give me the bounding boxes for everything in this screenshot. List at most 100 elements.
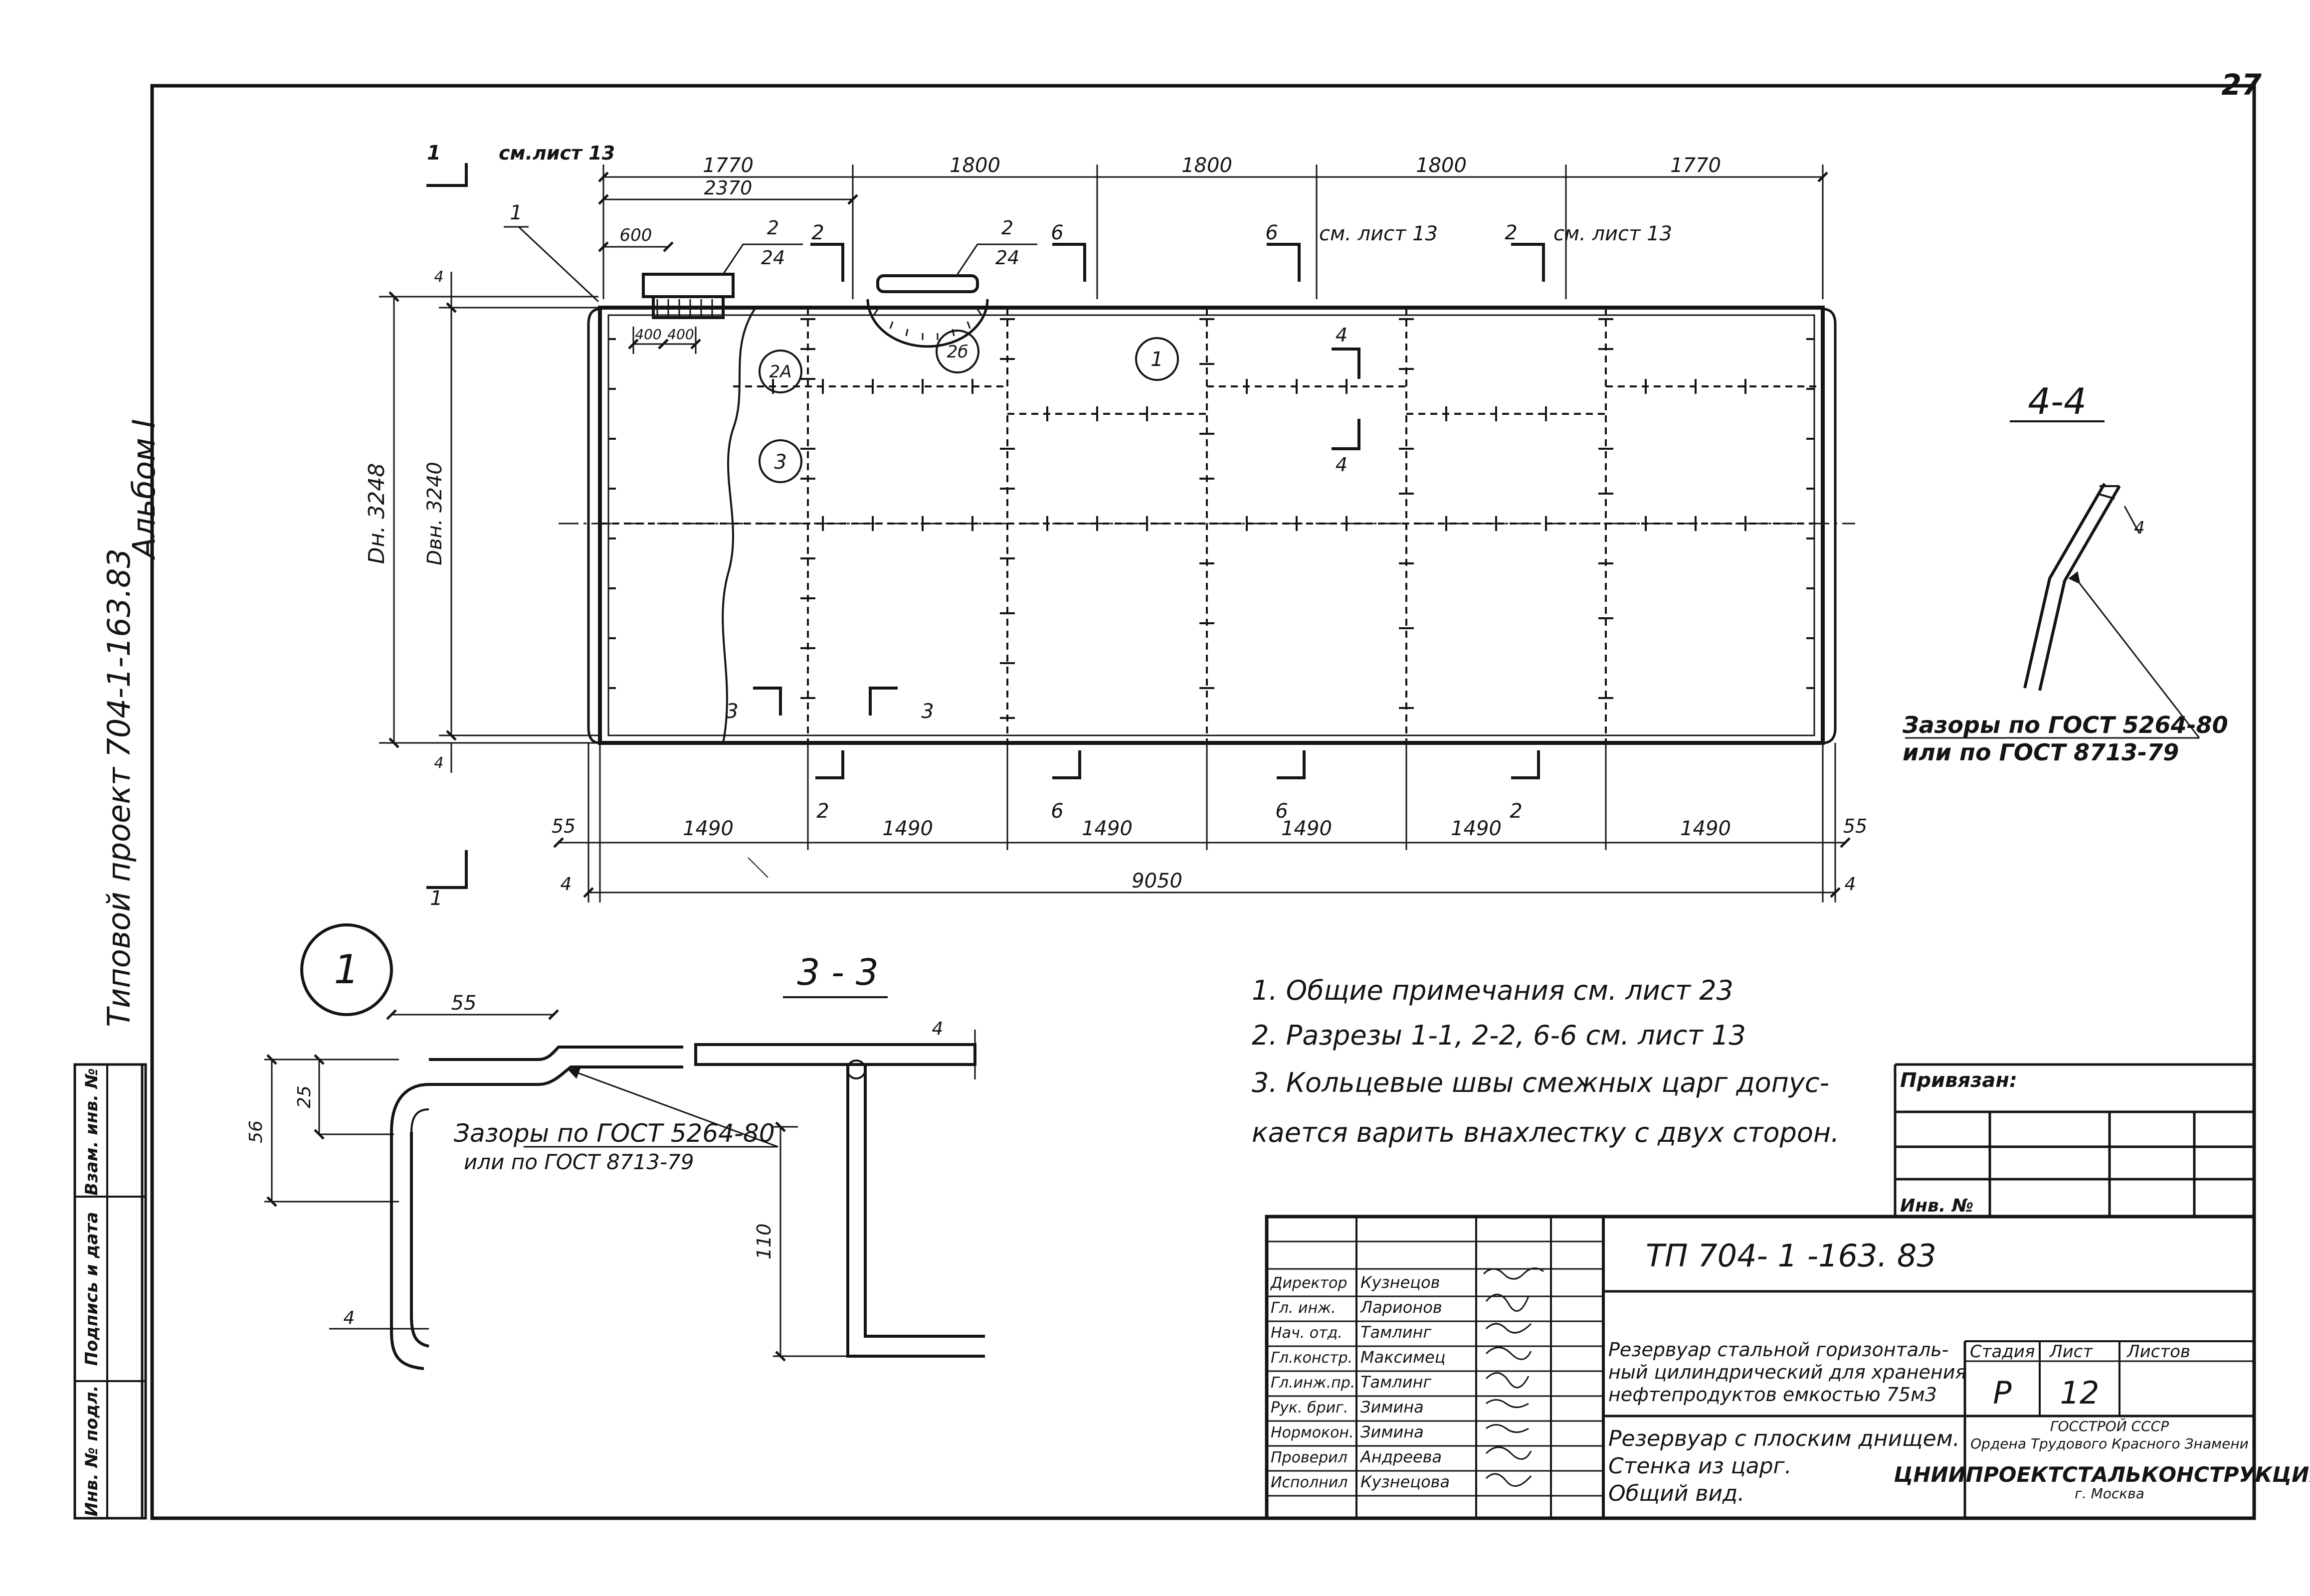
dim-top-4: 1800 bbox=[1416, 154, 1467, 177]
flag-2-bottom: 24 bbox=[995, 247, 1019, 269]
binding-inv-label: Инв. № bbox=[1900, 1196, 1973, 1216]
staff-name: Андреева bbox=[1359, 1447, 1442, 1466]
staff-name: Максимец bbox=[1360, 1348, 1446, 1367]
staff-role: Проверил bbox=[1271, 1449, 1348, 1466]
callout-3: 3 bbox=[774, 451, 786, 474]
flag-1-top: 2 bbox=[767, 217, 779, 239]
sheet-title-line-1: Резервуар с плоским днищем. bbox=[1608, 1426, 1960, 1451]
section-2b-note: см. лист 13 bbox=[1553, 222, 1672, 245]
note-1: 1. Общие примечания см. лист 23 bbox=[1252, 975, 1733, 1006]
dim-bottom-5: 1490 bbox=[1451, 817, 1502, 840]
section-3-left-label: 3 bbox=[726, 700, 738, 723]
dim-400-left: 400 bbox=[635, 326, 661, 343]
dim-top-1: 1770 bbox=[703, 154, 754, 177]
sheets-label: Листов bbox=[2126, 1342, 2190, 1362]
callout-2a: 2А bbox=[770, 362, 792, 382]
staff-role: Гл. инж. bbox=[1271, 1299, 1336, 1317]
dim-edge-right: 55 bbox=[1843, 815, 1867, 837]
detail-1-drawing bbox=[264, 923, 778, 1370]
leader-1-label: 1 bbox=[510, 201, 522, 224]
detail-3-3-dim-thk: 4 bbox=[932, 1019, 944, 1039]
dim-top-3: 1800 bbox=[1181, 154, 1232, 177]
dim-thk-bottom-left: 4 bbox=[561, 874, 572, 894]
section-6-bottom2-label: 6 bbox=[1275, 800, 1288, 823]
note-2: 2. Разрезы 1-1, 2-2, 6-6 см. лист 13 bbox=[1252, 1020, 1746, 1051]
detail-1-dim-thk: 4 bbox=[344, 1308, 355, 1328]
flag-2-top: 2 bbox=[1001, 217, 1013, 239]
detail-1-dim-top: 55 bbox=[451, 992, 477, 1015]
callout-2b: 2б bbox=[947, 342, 968, 362]
side-label-sign-date: Подпись и дата bbox=[82, 1212, 102, 1366]
title-code: ТП 704- 1 -163. 83 bbox=[1646, 1238, 1936, 1274]
staff-role: Исполнил bbox=[1271, 1474, 1348, 1491]
title-block-grid bbox=[1265, 1215, 2256, 1520]
section-2-bottom-label: 2 bbox=[816, 800, 829, 823]
staff-name: Кузнецова bbox=[1360, 1472, 1450, 1491]
height-dimension-lines bbox=[379, 272, 598, 773]
section-6-bottom-label: 6 bbox=[1051, 800, 1063, 823]
section-2b-label: 2 bbox=[1505, 221, 1517, 244]
dim-bottom-6: 1490 bbox=[1680, 817, 1731, 840]
sheet-label: Лист bbox=[2049, 1342, 2093, 1362]
sheet-frame bbox=[73, 84, 2256, 1520]
detail-1-callout: 1 bbox=[334, 946, 360, 993]
dim-top-2: 1800 bbox=[950, 154, 1000, 177]
org-line-2: Ордена Трудового Красного Знамени bbox=[1970, 1435, 2249, 1452]
section-6b-note: см. лист 13 bbox=[1319, 222, 1438, 245]
flag-refs bbox=[722, 243, 1037, 275]
general-notes: 1. Общие примечания см. лист 23 2. Разре… bbox=[1252, 975, 1839, 1148]
staff-name: Тамлинг bbox=[1360, 1373, 1431, 1392]
section-4a-label: 4 bbox=[1336, 324, 1348, 346]
sheet-title-line-3: Общий вид. bbox=[1608, 1481, 1744, 1506]
staff-name: Зимина bbox=[1360, 1422, 1424, 1441]
page-number: 27 bbox=[2221, 68, 2262, 102]
project-label: Типовой проект 704-1-163.83 bbox=[101, 548, 137, 1027]
bottom-dimension-lines bbox=[553, 743, 1851, 902]
stage-value: Р bbox=[1993, 1375, 2012, 1411]
side-label-inv-orig: Инв. № подл. bbox=[82, 1385, 102, 1516]
shell-outline bbox=[587, 306, 1837, 745]
dim-bottom-2: 1490 bbox=[882, 817, 933, 840]
staff-role: Рук. бриг. bbox=[1271, 1399, 1348, 1417]
object-line-3: нефтепродуктов емкостью 75м3 bbox=[1608, 1384, 1937, 1406]
detail-1-note-2: или по ГОСТ 8713-79 bbox=[464, 1150, 694, 1174]
detail-4-4-dim: 4 bbox=[2134, 518, 2145, 538]
signature-scribbles bbox=[1483, 1267, 1544, 1487]
detail-1-dim-inner: 25 bbox=[294, 1085, 315, 1108]
note-3b: кается варить внахлестку с двух сторон. bbox=[1252, 1117, 1839, 1148]
top-dimension-lines bbox=[598, 165, 1828, 354]
binding-title: Привязан: bbox=[1900, 1069, 2017, 1092]
section-4b-label: 4 bbox=[1336, 454, 1348, 476]
sheet-value: 12 bbox=[2060, 1375, 2100, 1411]
staff-role: Директор bbox=[1270, 1274, 1347, 1292]
dim-bottom-1: 1490 bbox=[683, 817, 734, 840]
detail-4-4-note-1: Зазоры по ГОСТ 5264-80 bbox=[1902, 711, 2228, 738]
staff-name: Тамлинг bbox=[1360, 1323, 1431, 1342]
dim-outer-diameter: Dн. 3248 bbox=[364, 463, 389, 564]
section-3-right-label: 3 bbox=[921, 700, 934, 723]
staff-name: Зимина bbox=[1360, 1398, 1424, 1417]
dim-inner-diameter: Dвн. 3240 bbox=[423, 462, 446, 565]
org-line-1: ГОССТРОЙ СССР bbox=[2050, 1418, 2169, 1434]
dim-bottom-3: 1490 bbox=[1082, 817, 1133, 840]
detail-3-3-title: 3 - 3 bbox=[797, 951, 878, 993]
album-label: Альбом I bbox=[126, 419, 162, 560]
top-hatch bbox=[866, 274, 989, 348]
dim-600: 600 bbox=[620, 225, 652, 245]
detail-3-3-drawing bbox=[694, 996, 985, 1362]
detail-1-note-1: Зазоры по ГОСТ 5264-80 bbox=[454, 1119, 775, 1148]
section-1-top-label: 1 bbox=[427, 142, 441, 165]
dim-bottom-4: 1490 bbox=[1281, 817, 1332, 840]
circle-callouts bbox=[759, 330, 1179, 483]
section-mark-glyphs bbox=[426, 163, 1545, 889]
weld-hatches bbox=[608, 318, 1814, 719]
dim-gap-bottom: 4 bbox=[434, 754, 443, 772]
section-6b-label: 6 bbox=[1265, 221, 1278, 244]
sheet-title-line-2: Стенка из царг. bbox=[1608, 1453, 1792, 1479]
callout-1: 1 bbox=[1151, 348, 1163, 371]
section-1-top-note: см.лист 13 bbox=[499, 142, 615, 164]
dim-top-5: 1770 bbox=[1670, 154, 1721, 177]
detail-4-4-drawing bbox=[1905, 420, 2200, 739]
manhole-neck bbox=[642, 273, 735, 319]
